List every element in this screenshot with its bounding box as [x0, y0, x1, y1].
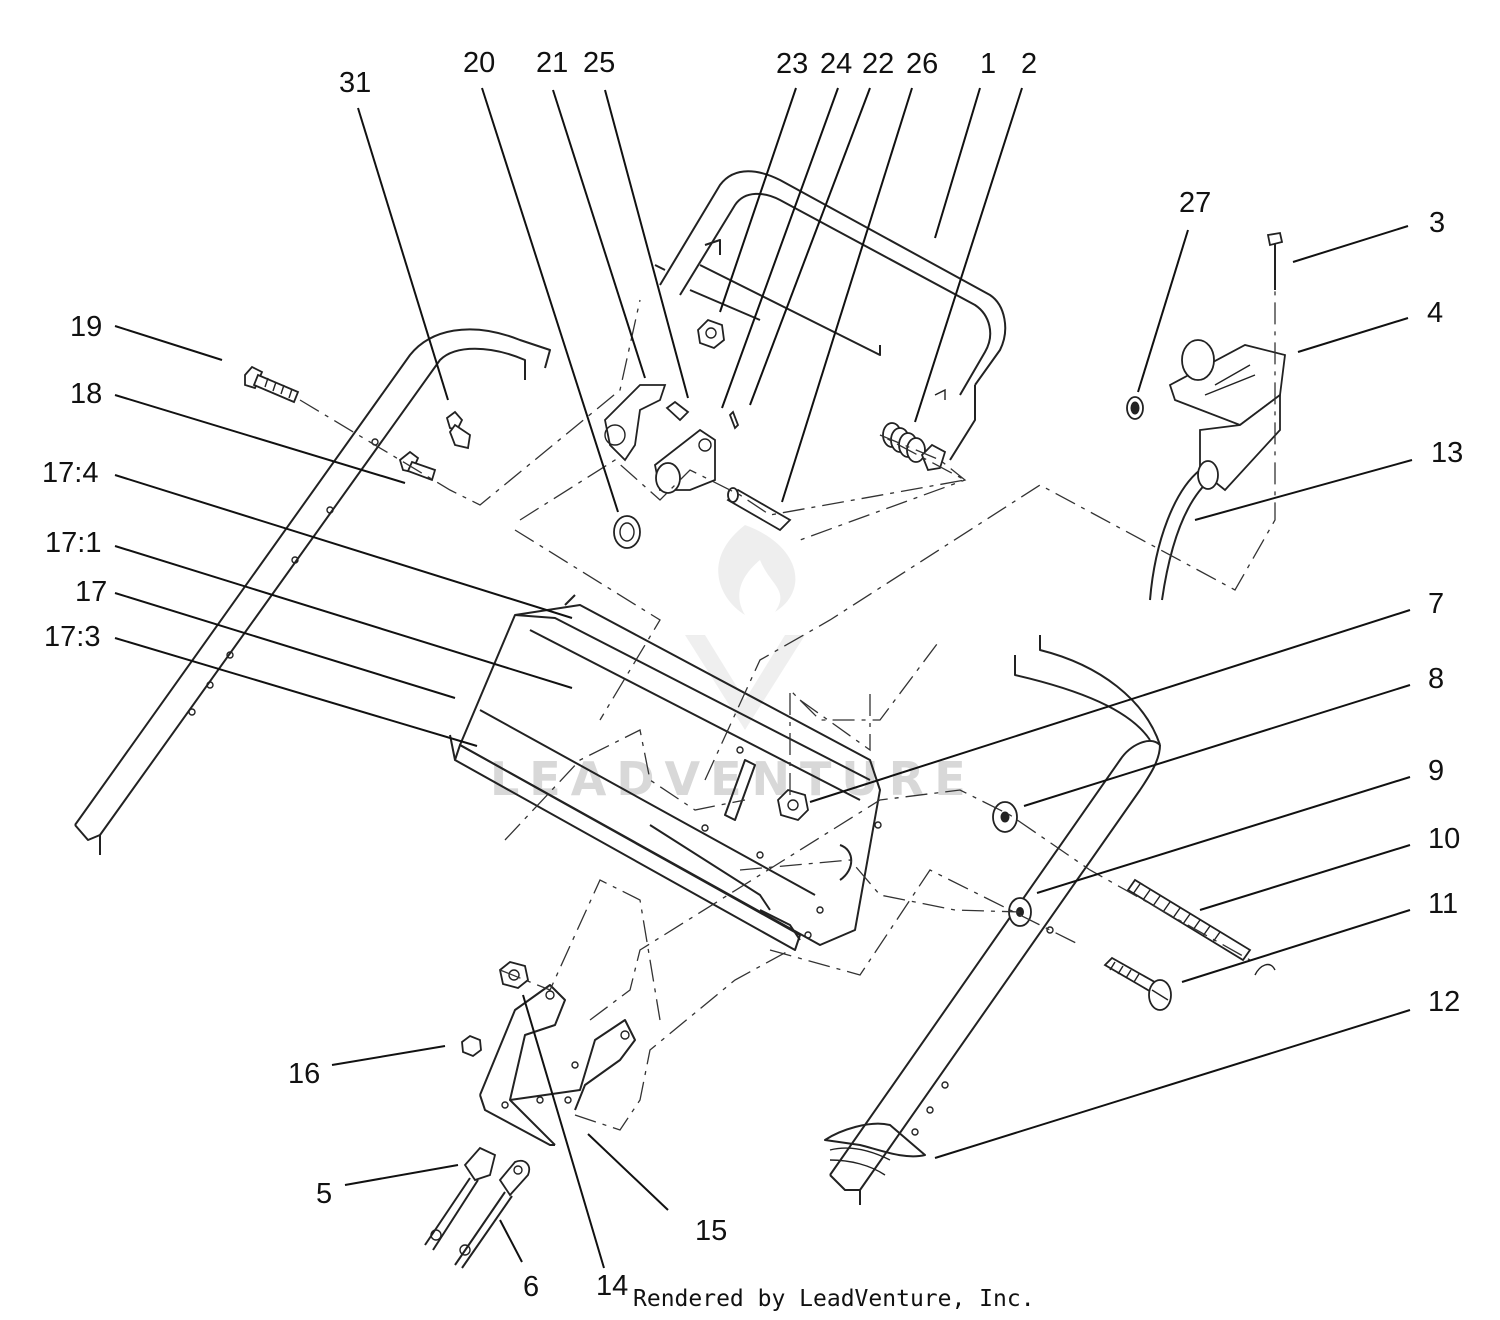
callout-27[interactable]: 27	[1179, 187, 1211, 219]
part-2-latch	[920, 388, 947, 472]
right-handle-drawing	[829, 635, 1161, 1205]
callout-22[interactable]: 22	[862, 48, 894, 80]
callout-13[interactable]: 13	[1431, 437, 1463, 469]
part-31-bolt	[445, 410, 471, 450]
control-panel-drawing	[449, 594, 882, 951]
callout-11[interactable]: 11	[1428, 888, 1458, 920]
callout-25[interactable]: 25	[583, 47, 615, 79]
part-6-cable	[454, 1160, 530, 1269]
assembly-centerlines	[299, 290, 1276, 1131]
top-handle-bar-drawing	[654, 170, 1007, 461]
part-24-pin	[728, 410, 740, 430]
bracket-drawing	[479, 984, 636, 1146]
callout-2[interactable]: 2	[1021, 48, 1037, 80]
callout-24[interactable]: 24	[820, 48, 852, 80]
part-4-switch-box	[1149, 339, 1286, 601]
credit-text: Rendered by LeadVenture, Inc.	[633, 1286, 1035, 1312]
callout-17-4[interactable]: 17:4	[42, 457, 98, 489]
left-handle-drawing	[74, 328, 551, 855]
part-26-spring	[882, 422, 926, 463]
part-11-bolt	[1103, 956, 1172, 1011]
callout-23[interactable]: 23	[776, 48, 808, 80]
callout-12[interactable]: 12	[1428, 986, 1460, 1018]
callout-14[interactable]: 14	[596, 1270, 628, 1302]
watermark-text: LEADVENTURE	[490, 752, 976, 806]
watermark-logo	[685, 525, 805, 730]
part-20-washer	[613, 515, 641, 549]
callout-labels: 31 20 21 25 23 24 22 26 1 2 27 3 4 13 19…	[42, 47, 1463, 1303]
part-22-spacer	[726, 487, 792, 532]
callout-4[interactable]: 4	[1427, 297, 1443, 329]
callout-21[interactable]: 21	[536, 47, 568, 79]
callout-16[interactable]: 16	[288, 1058, 320, 1090]
callout-9[interactable]: 9	[1428, 755, 1444, 787]
part-5-cable	[424, 1146, 497, 1251]
part-12-cable-tie	[824, 1122, 926, 1176]
part-8-washer	[992, 801, 1018, 833]
part-3-screw	[1266, 231, 1284, 290]
callout-5[interactable]: 5	[316, 1178, 332, 1210]
callout-31[interactable]: 31	[339, 67, 371, 99]
callout-15[interactable]: 15	[695, 1215, 727, 1247]
part-19-bolt	[244, 365, 300, 404]
part-23-nut	[697, 318, 725, 350]
callout-7[interactable]: 7	[1428, 588, 1444, 620]
callout-6[interactable]: 6	[523, 1271, 539, 1303]
callout-19[interactable]: 19	[70, 311, 102, 343]
part-16-nut	[461, 1034, 482, 1058]
callout-17-3[interactable]: 17:3	[44, 621, 100, 653]
callout-18[interactable]: 18	[70, 378, 102, 410]
lever-assembly-drawing	[604, 384, 716, 494]
callout-20[interactable]: 20	[463, 47, 495, 79]
part-18-bolt	[398, 450, 437, 482]
callout-10[interactable]: 10	[1428, 823, 1460, 855]
callout-3[interactable]: 3	[1429, 207, 1445, 239]
part-27-clip	[1126, 396, 1144, 420]
callout-8[interactable]: 8	[1428, 663, 1444, 695]
callout-26[interactable]: 26	[906, 48, 938, 80]
leader-lines	[114, 87, 1413, 1269]
callout-17-1[interactable]: 17:1	[45, 527, 101, 559]
callout-17[interactable]: 17	[75, 576, 107, 608]
part-7-nut	[777, 788, 809, 822]
part-10-rod	[1126, 878, 1276, 976]
callout-1[interactable]: 1	[980, 48, 996, 80]
